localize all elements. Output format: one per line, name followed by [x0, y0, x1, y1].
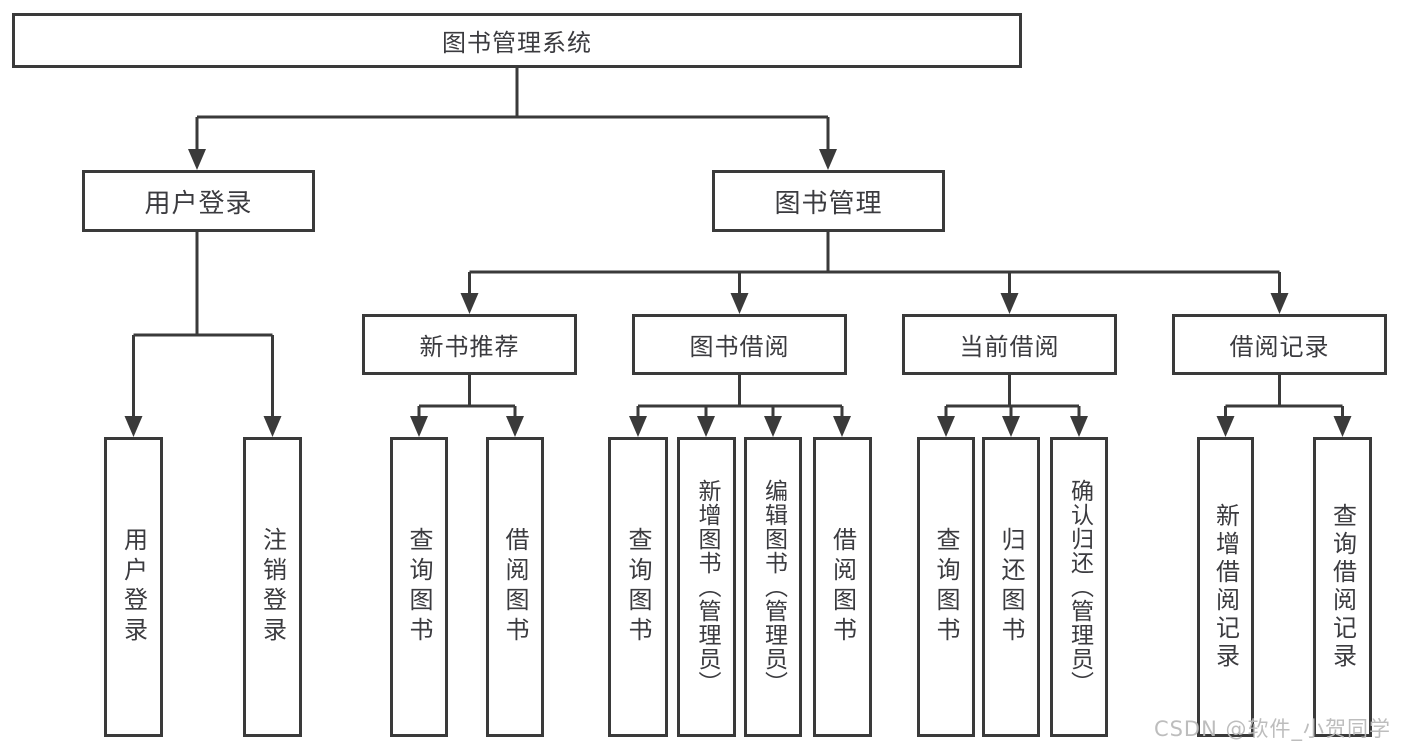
- node-new-book-recommendation: 新书推荐: [362, 314, 577, 375]
- node-label: 编辑图书（管理员）: [760, 479, 787, 695]
- node-label: 注销登录: [258, 527, 287, 647]
- node-label: 归还图书: [997, 527, 1025, 647]
- leaf-user-login: 用户登录: [104, 437, 163, 737]
- node-label: 图书管理系统: [442, 29, 592, 57]
- arrow-down-icon: [460, 293, 479, 314]
- leaf-edit-books-admin: 编辑图书（管理员）: [744, 437, 802, 737]
- leaf-borrow-books: 借阅图书: [813, 437, 872, 737]
- leaf-query-books: 查询图书: [390, 437, 448, 737]
- leaf-query-books: 查询图书: [608, 437, 668, 737]
- node-user-login: 用户登录: [82, 170, 315, 232]
- node-current-borrowing: 当前借阅: [902, 314, 1117, 375]
- arrow-down-icon: [124, 416, 143, 437]
- node-label: 图书管理: [774, 188, 883, 219]
- arrow-down-icon: [1000, 293, 1019, 314]
- arrow-down-icon: [1270, 293, 1289, 314]
- arrow-down-icon: [937, 416, 955, 437]
- leaf-query-books: 查询图书: [917, 437, 975, 737]
- node-label: 图书借阅: [689, 333, 790, 361]
- node-label: 借阅图书: [828, 527, 857, 647]
- node-label: 查询借阅记录: [1328, 503, 1357, 671]
- arrow-down-icon: [819, 149, 837, 170]
- node-label: 查询图书: [405, 527, 433, 647]
- node-label: 借阅记录: [1229, 333, 1330, 361]
- leaf-add-books-admin: 新增图书（管理员）: [677, 437, 736, 737]
- node-label: 新增图书（管理员）: [694, 479, 720, 695]
- node-book-borrowing: 图书借阅: [632, 314, 847, 375]
- arrow-down-icon: [629, 416, 647, 437]
- arrow-down-icon: [1070, 416, 1088, 437]
- node-label: 用户登录: [119, 527, 148, 647]
- arrow-down-icon: [410, 416, 428, 437]
- node-borrowing-records: 借阅记录: [1172, 314, 1387, 375]
- arrow-down-icon: [188, 149, 206, 170]
- arrow-down-icon: [730, 293, 749, 314]
- arrow-down-icon: [764, 416, 782, 437]
- node-label: 确认归还（管理员）: [1066, 479, 1093, 695]
- connector-lines: [132, 68, 1344, 419]
- node-label: 查询图书: [932, 527, 960, 647]
- node-label: 当前借阅: [959, 333, 1060, 361]
- leaf-borrow-books: 借阅图书: [486, 437, 544, 737]
- node-label: 查询图书: [624, 527, 652, 647]
- arrow-down-icon: [833, 416, 851, 437]
- node-label: 借阅图书: [501, 527, 529, 647]
- arrow-down-icon: [1002, 416, 1020, 437]
- node-book-management-system: 图书管理系统: [12, 13, 1022, 68]
- leaf-confirm-return-admin: 确认归还（管理员）: [1050, 437, 1108, 737]
- arrow-down-icon: [263, 416, 282, 437]
- leaf-query-borrow-record: 查询借阅记录: [1313, 437, 1372, 737]
- node-label: 新增借阅记录: [1211, 503, 1240, 671]
- arrow-down-icon: [1216, 416, 1235, 437]
- leaf-return-books: 归还图书: [982, 437, 1040, 737]
- node-label: 新书推荐: [419, 333, 520, 361]
- node-label: 用户登录: [144, 188, 253, 219]
- arrow-down-icon: [697, 416, 715, 437]
- leaf-logout: 注销登录: [243, 437, 302, 737]
- node-book-management: 图书管理: [712, 170, 945, 232]
- arrow-down-icon: [506, 416, 524, 437]
- leaf-add-borrow-record: 新增借阅记录: [1197, 437, 1254, 737]
- arrowheads: [124, 149, 1352, 437]
- arrow-down-icon: [1333, 416, 1352, 437]
